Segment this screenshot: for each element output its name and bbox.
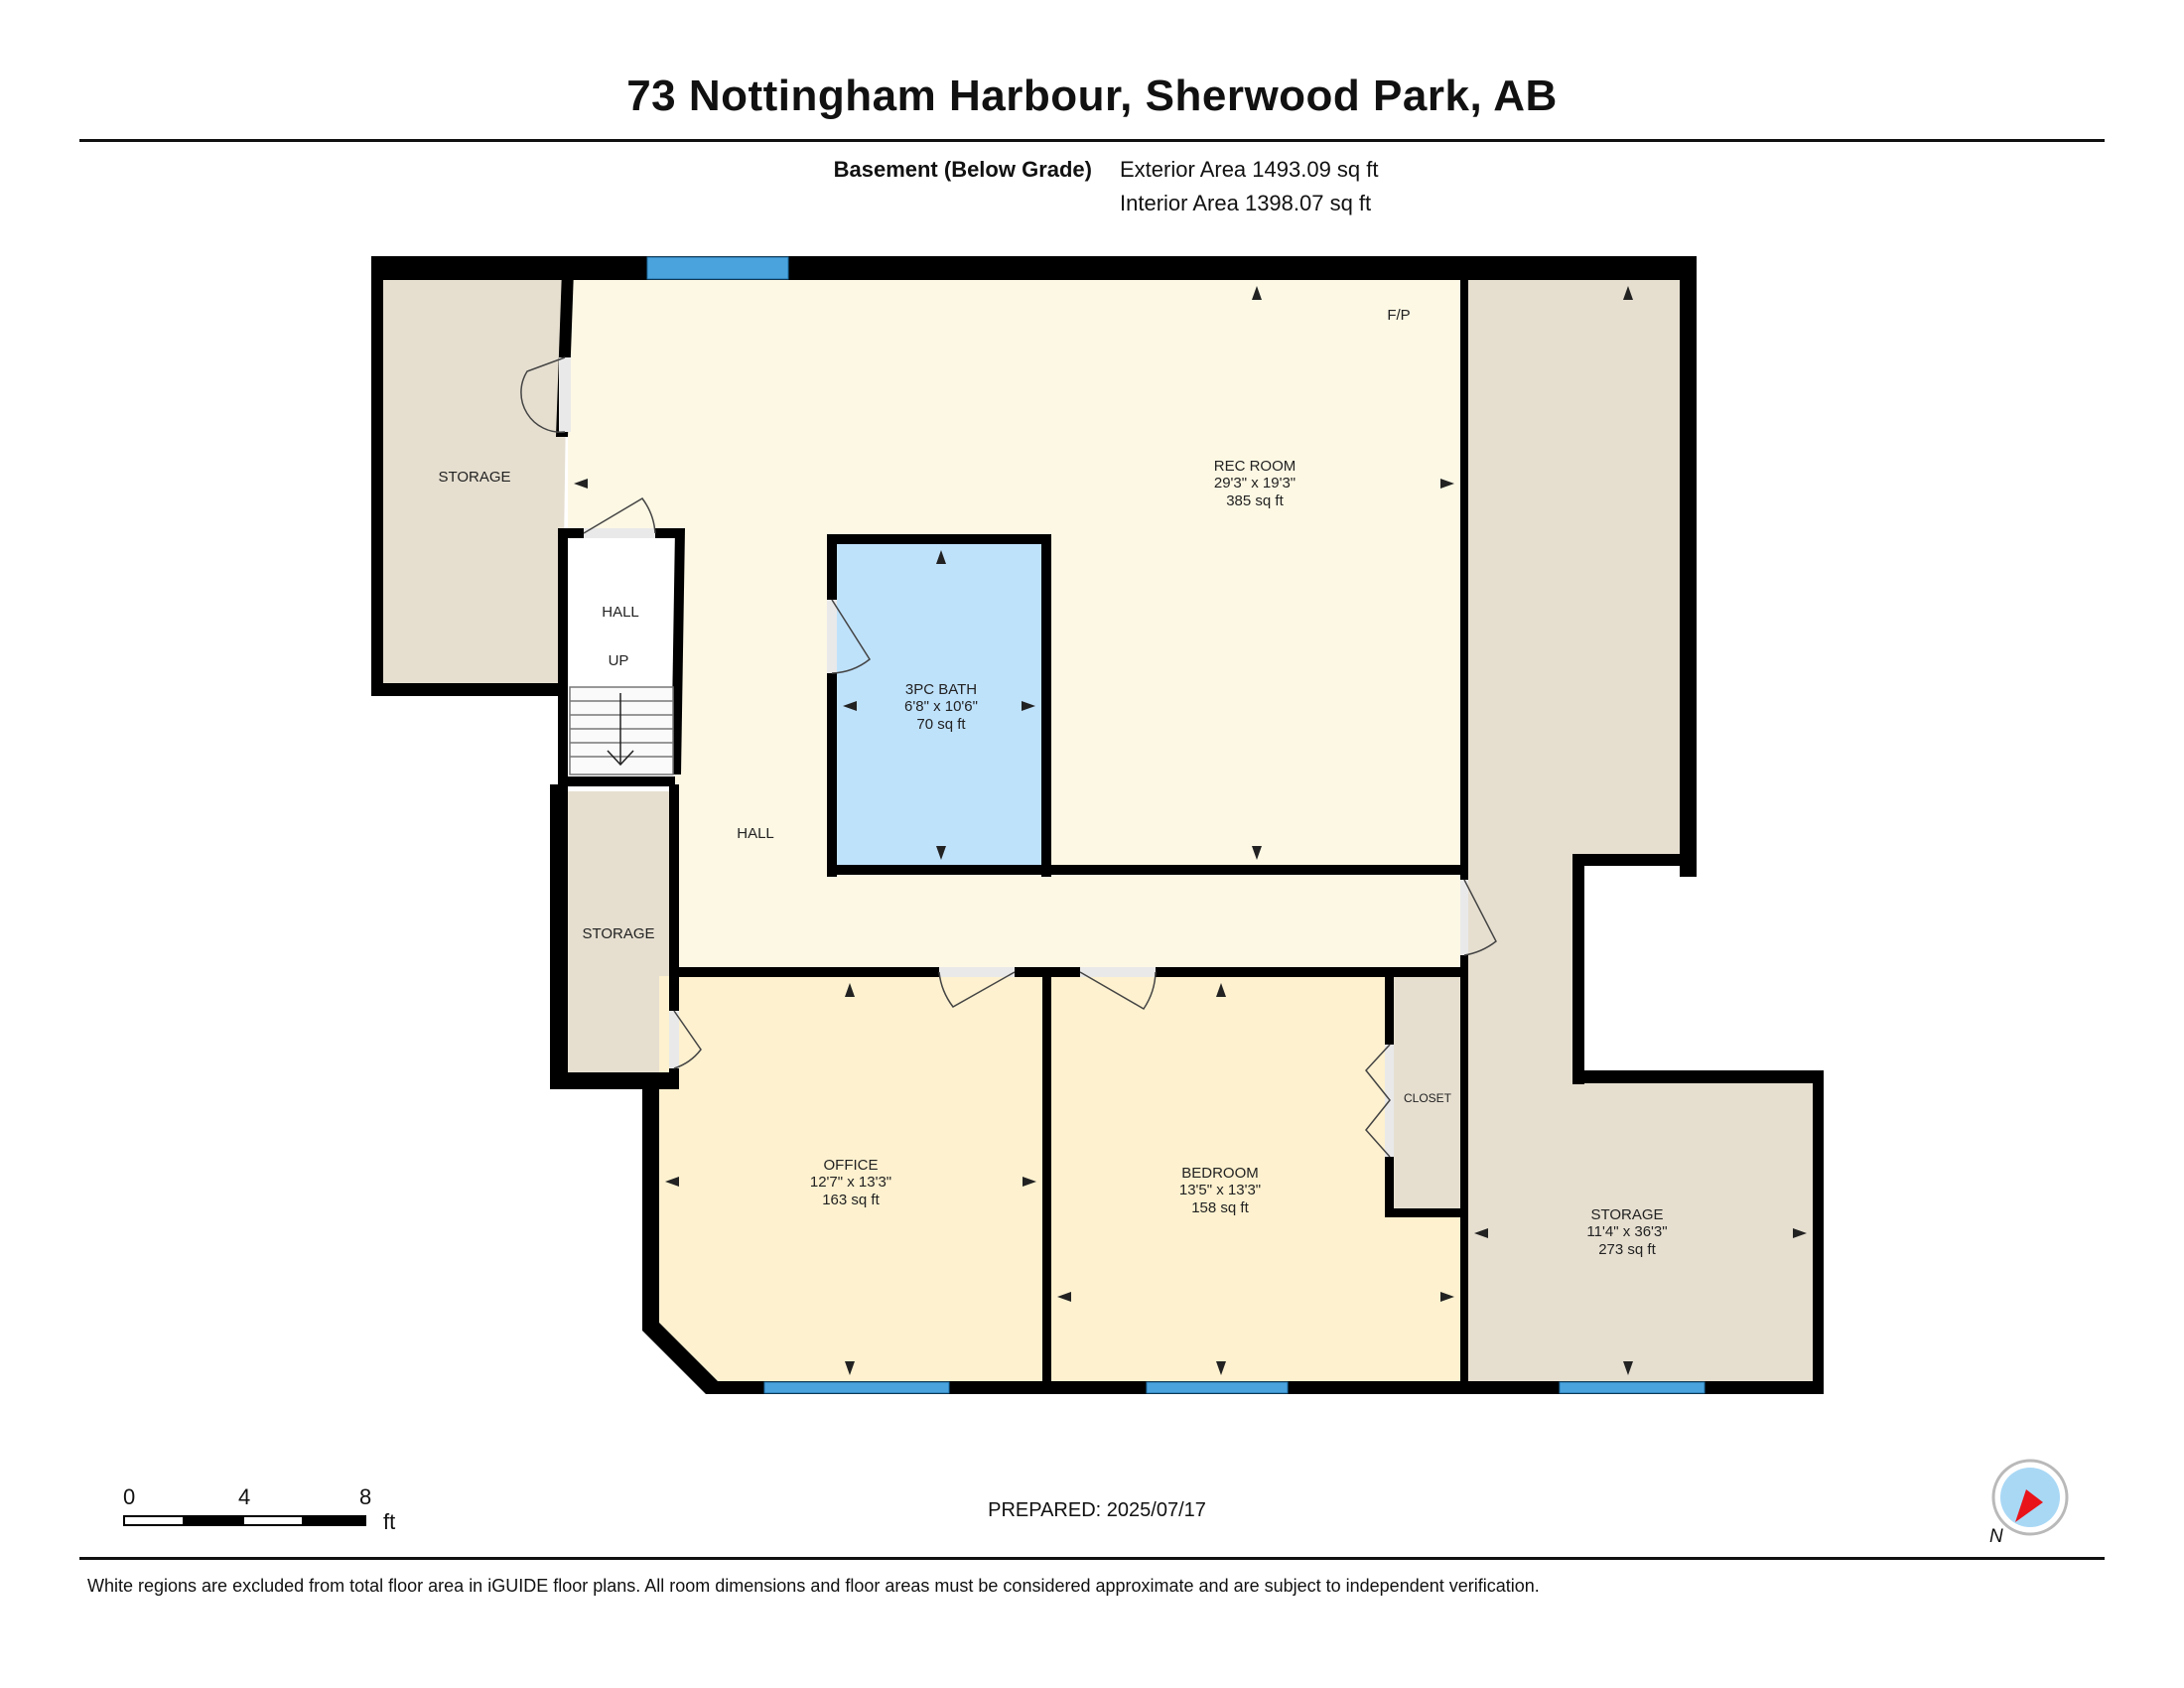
prepared-date: PREPARED: 2025/07/17	[988, 1499, 1206, 1521]
wall-bath-left	[827, 534, 837, 877]
rec-room-name: REC ROOM	[1214, 458, 1297, 475]
door-gap-left-storage	[559, 357, 571, 432]
doors	[520, 356, 1497, 1158]
compass-icon	[1991, 1459, 2069, 1536]
wall-storage-right-upper	[1680, 256, 1697, 877]
door-gap-mid-storage	[669, 1011, 679, 1068]
office-fill	[659, 976, 1042, 1381]
stairs	[569, 686, 674, 775]
door-swing-closet	[1365, 1044, 1391, 1158]
door-swing-bath	[831, 599, 871, 674]
top-rule	[79, 139, 2105, 142]
window-storage	[1559, 1381, 1706, 1394]
storage-big-fill	[1468, 280, 1813, 1381]
rec-room-area: 385 sq ft	[1226, 492, 1284, 509]
bath-fill	[837, 544, 1041, 865]
door-gap-bedroom	[1080, 967, 1156, 977]
footer-disclaimer: White regions are excluded from total fl…	[87, 1576, 1540, 1596]
bath-dims: 6'8" x 10'6"	[904, 698, 978, 715]
wall-storage-notch-bottom	[1572, 1070, 1824, 1083]
wall-midstorage-bottom	[550, 1072, 679, 1089]
scale-tick-0: 0	[123, 1484, 136, 1509]
rec-room-dims: 29'3" x 19'3"	[1214, 475, 1296, 492]
scale-tick-8: 8	[359, 1484, 372, 1509]
bedroom-dims: 13'5" x 13'3"	[1179, 1182, 1261, 1198]
scale-bar	[123, 1515, 366, 1526]
stair-box	[569, 686, 674, 775]
window-top	[646, 256, 789, 280]
closet-name: CLOSET	[1404, 1091, 1452, 1105]
storage-big-area: 273 sq ft	[1598, 1241, 1656, 1258]
closet-fill	[1393, 976, 1460, 1208]
wall-office-left	[642, 1089, 659, 1323]
wall-office-bedroom	[1042, 967, 1051, 1382]
wall-bath-right	[1041, 534, 1051, 877]
compass-needle	[2015, 1489, 2043, 1522]
storage-left-name: STORAGE	[438, 469, 510, 486]
door-swing-left-storage	[520, 356, 566, 433]
dimension-arrows	[574, 286, 1807, 1375]
door-swing-office	[938, 971, 1016, 1008]
bottom-rule	[79, 1557, 2105, 1560]
storage-big-name: STORAGE	[1590, 1206, 1663, 1223]
floor-name: Basement (Below Grade)	[833, 157, 1092, 182]
walls	[371, 256, 1824, 1394]
door-swing-mid-storage	[673, 1010, 702, 1069]
storage-mid-name: STORAGE	[582, 925, 654, 942]
page-title: 73 Nottingham Harbour, Sherwood Park, AB	[626, 71, 1558, 120]
bath-name: 3PC BATH	[905, 681, 977, 698]
wall-office-chamfer	[642, 1323, 718, 1394]
bedroom-name: BEDROOM	[1181, 1165, 1259, 1182]
wall-bath-top	[827, 534, 1051, 544]
door-gap-office	[939, 967, 1015, 977]
interior-area: Interior Area 1398.07 sq ft	[1120, 191, 1372, 215]
door-swing-stair-hall	[583, 497, 656, 534]
window-office	[763, 1381, 950, 1394]
door-gap-stair-hall	[584, 528, 655, 538]
window-bedroom	[1146, 1381, 1289, 1394]
room-labels: F/P REC ROOM 29'3" x 19'3" 385 sq ft STO…	[438, 307, 1667, 1258]
compass-label: N	[1989, 1526, 2003, 1547]
door-gap-big-storage	[1460, 880, 1468, 955]
door-swing-bedroom	[1079, 971, 1157, 1010]
wall-stair-bottom	[568, 776, 675, 786]
storage-left-fill	[383, 270, 568, 683]
wall-bath-bottom	[827, 865, 1051, 875]
storage-mid-fill	[568, 791, 669, 1072]
bedroom-area: 158 sq ft	[1191, 1199, 1249, 1216]
scale-tick-4: 4	[238, 1484, 251, 1509]
office-name: OFFICE	[824, 1157, 879, 1174]
fireplace-label: F/P	[1387, 307, 1410, 324]
wall-storage-notch-left	[1572, 854, 1584, 1084]
wall-hall-bottom	[675, 967, 1468, 977]
wall-stairhall-right	[671, 528, 685, 774]
windows	[646, 256, 1706, 1394]
wall-midstorage-right	[669, 784, 679, 1089]
wall-closet-bottom	[1385, 1208, 1468, 1217]
door-gap-bath	[827, 600, 837, 673]
door-swing-big-storage	[1463, 879, 1497, 956]
wall-rec-bottom	[1041, 865, 1468, 875]
wall-storage-notch-top	[1572, 854, 1697, 866]
wall-storage-right-lower	[1813, 1070, 1824, 1394]
scale-unit: ft	[383, 1509, 396, 1534]
hall-main-name: HALL	[737, 825, 774, 842]
wall-left-storage-bottom	[371, 683, 568, 696]
wall-midstorage-left	[550, 784, 568, 1089]
office-area: 163 sq ft	[822, 1192, 880, 1208]
office-dims: 12'7" x 13'3"	[810, 1174, 891, 1191]
wall-left-storage-left	[371, 256, 383, 696]
wall-top	[371, 256, 1697, 280]
stairs-up-label: UP	[609, 652, 629, 669]
bath-area: 70 sq ft	[916, 716, 966, 733]
exterior-area: Exterior Area 1493.09 sq ft	[1120, 157, 1379, 182]
storage-big-dims: 11'4" x 36'3"	[1586, 1223, 1667, 1240]
wall-rec-storage	[1460, 280, 1468, 1382]
hall-upper-name: HALL	[602, 604, 639, 621]
